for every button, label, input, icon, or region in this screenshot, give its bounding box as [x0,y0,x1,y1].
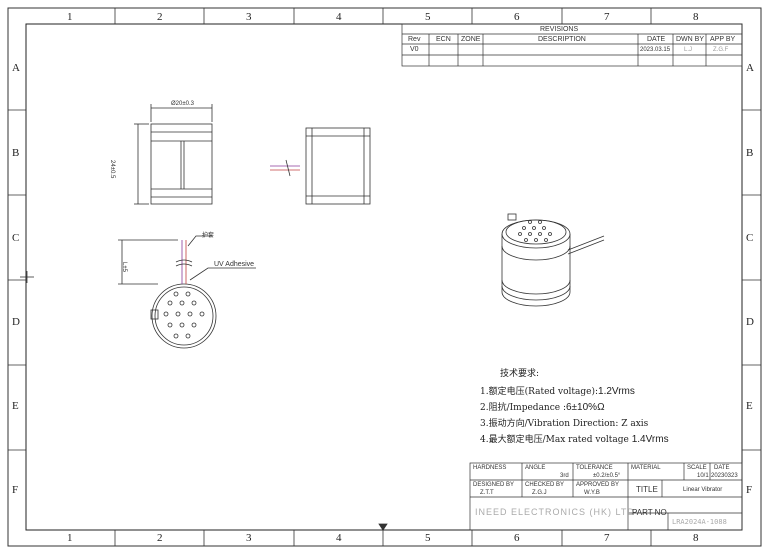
front-view [134,104,213,205]
note-1-num: 1. [480,387,489,397]
col-label-6-bottom: 6 [514,532,520,544]
note-1-value: 1.2Vrms [598,386,635,397]
note-2-num: 2. [480,403,489,413]
material-label: MATERIAL [631,465,661,471]
rev-row-app-by: Z.G.F [713,47,729,53]
adhesive-note: UV Adhesive [214,261,255,268]
row-label-e-right: E [746,400,753,412]
col-label-2-bottom: 2 [157,532,163,544]
note-2-value: 6±10%Ω [566,402,605,413]
height-dimension: 24±0.5 [109,160,115,179]
approved-by-value: W.Y.B [584,490,600,496]
rev-header-ecn: ECN [436,36,451,43]
row-label-b-right: B [746,147,754,159]
scale-label: SCALE [687,465,707,471]
col-label-7: 7 [604,11,610,23]
row-label-e: E [12,400,19,412]
col-label-4: 4 [336,11,342,23]
row-label-f-right: F [746,484,753,496]
company-name: INEED ELECTRONICS (HK) LTD [475,507,635,517]
note-4-text: 最大额定电压/Max rated voltage [488,435,629,445]
note-3: 3.振动方向/Vibration Direction: Z axis [480,416,669,429]
note-3-text: 振动方向/Vibration Direction: [488,419,619,429]
rev-header-dwn-by: DWN BY [676,36,704,43]
tolerance-value: ±0.2/±0.5° [593,473,621,479]
rev-row-date: 2023.03.15 [640,47,671,53]
col-label-3-bottom: 3 [246,532,252,544]
col-label-2: 2 [157,11,163,23]
note-4-num: 4. [480,435,489,445]
revisions-title: REVISIONS [540,26,579,33]
part-no-label: PART NO [632,508,667,517]
note-3-value: Z axis [621,419,649,429]
note-1-text: 额定电压(Rated voltage): [488,387,599,397]
rev-header-rev: Rev [408,36,421,43]
checked-by-label: CHECKED BY [525,482,565,488]
sleeve-note: 护套 [202,233,215,239]
approved-by-label: APPROVED BY [576,482,620,488]
isometric-view [501,213,605,307]
col-label-7-bottom: 7 [604,532,610,544]
row-label-d-right: D [746,316,754,328]
row-label-a: A [12,62,20,74]
col-label-3: 3 [246,11,252,23]
date-label: DATE [714,465,730,471]
note-3-num: 3. [480,419,489,429]
side-view [270,127,371,205]
col-label-1: 1 [67,11,73,23]
technical-notes: 技术要求: 1.额定电压(Rated voltage):1.2Vrms 2.阻抗… [480,366,669,445]
title-label: TITLE [636,485,658,494]
inner-border [25,23,743,531]
part-no-value: LRA2024A-1088 [672,518,727,526]
col-label-8-bottom: 8 [693,532,699,544]
col-label-1-bottom: 1 [67,532,73,544]
col-label-8: 8 [693,11,699,23]
row-label-a-right: A [746,62,754,74]
title-block-grid [469,462,743,531]
rev-row-rev: V0 [410,46,419,53]
revisions-table [401,23,743,67]
bottom-view [118,235,256,349]
rev-header-zone: ZONE [461,36,481,43]
col-label-5-bottom: 5 [425,532,431,544]
col-label-6: 6 [514,11,520,23]
rev-header-app-by: APP BY [710,36,736,43]
row-label-d: D [12,316,20,328]
angle-label: ANGLE [525,465,546,471]
row-label-c-right: C [746,232,754,244]
note-1: 1.额定电压(Rated voltage):1.2Vrms [480,384,669,397]
rev-header-description: DESCRIPTION [538,36,586,43]
designed-by-label: DESIGNED BY [473,482,515,488]
zone-ticks [8,8,761,546]
checked-by-value: Z.G.J [532,490,547,496]
note-4: 4.最大额定电压/Max rated voltage 1.4Vrms [480,432,669,445]
rev-row-dwn-by: L.J [684,47,693,53]
row-label-f: F [12,484,19,496]
col-label-4-bottom: 4 [336,532,342,544]
hardness-label: HARDNESS [473,465,507,471]
centering-marks [20,271,388,531]
lead-length-dimension: L±5 [121,262,127,272]
note-2-text: 阻抗/Impedance : [488,403,566,413]
scale-value: 10/1 [697,473,709,479]
row-label-b: B [12,147,20,159]
designed-by-value: Z.T.T [480,490,494,496]
angle-value: 3rd [560,473,569,479]
col-label-5: 5 [425,11,431,23]
note-4-value: 1.4Vrms [631,434,669,445]
date-value: 20230323 [711,473,738,479]
diameter-dimension: Ø20±0.3 [171,101,194,107]
note-2: 2.阻抗/Impedance :6±10%Ω [480,400,669,413]
row-label-c: C [12,232,20,244]
title-value: Linear Vibrator [683,487,723,493]
tolerance-label: TOLERANCE [576,465,613,471]
notes-title: 技术要求: [500,369,540,379]
rev-header-date: DATE [647,36,666,43]
outer-border [7,7,762,547]
